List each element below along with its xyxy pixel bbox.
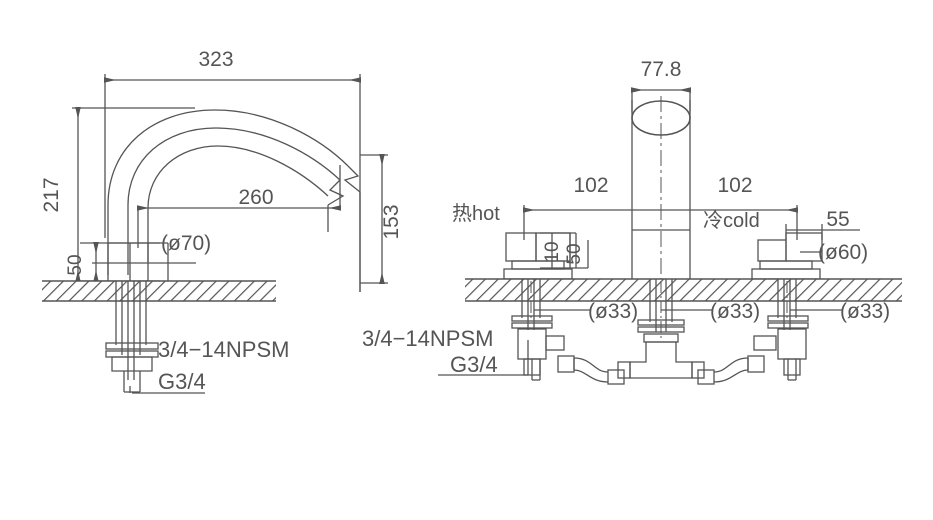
label-hot: 热hot	[452, 202, 500, 225]
dim-55	[785, 224, 860, 240]
dim-label-102-left: 102	[573, 174, 608, 197]
dim-label-d70: (ø70)	[161, 232, 211, 255]
dim-label-102-right: 102	[717, 174, 752, 197]
dim-label-217: 217	[40, 177, 63, 212]
side-view-group	[42, 74, 388, 394]
supply-hose-right	[697, 355, 765, 385]
dim-label-10: 10	[542, 241, 563, 262]
thread-label-g34-left: G3/4	[158, 369, 206, 394]
dim-label-d60: (ø60)	[818, 241, 868, 264]
dim-label-153: 153	[380, 204, 403, 239]
dim-323	[104, 74, 361, 292]
dim-217	[72, 107, 195, 282]
dim-label-d33-right: (ø33)	[840, 300, 890, 323]
spout-base	[107, 242, 169, 281]
dim-label-55: 55	[826, 208, 849, 231]
dim-label-d33-center: (ø33)	[710, 300, 760, 323]
dim-102-left	[523, 205, 661, 240]
hot-shank	[511, 279, 565, 381]
dim-77-8	[631, 87, 691, 112]
dim-label-260: 260	[238, 186, 273, 209]
dim-label-50-front: 50	[564, 243, 585, 264]
dim-153	[360, 154, 388, 284]
thread-callout-right-leader	[438, 340, 529, 376]
thread-label-npsm-left: 3/4−14NPSM	[158, 337, 289, 362]
cold-handle	[751, 207, 823, 280]
cold-shank	[753, 279, 809, 381]
deck-right	[465, 278, 902, 302]
shank-left	[105, 281, 159, 393]
dim-label-d33-left: (ø33)	[588, 300, 638, 323]
spout-profile	[107, 109, 361, 292]
thread-label-npsm-right: 3/4−14NPSM	[362, 326, 493, 351]
supply-hose-left	[557, 355, 625, 385]
deck-left	[42, 280, 276, 302]
dim-label-323: 323	[198, 48, 233, 71]
dim-260	[137, 165, 341, 248]
dim-label-77-8: 77.8	[641, 58, 682, 81]
label-cold: 冷cold	[703, 209, 760, 232]
center-spout	[631, 96, 691, 300]
front-view-group	[438, 87, 902, 385]
thread-label-g34-right: G3/4	[450, 352, 498, 377]
dim-label-50-left: 50	[65, 254, 86, 275]
